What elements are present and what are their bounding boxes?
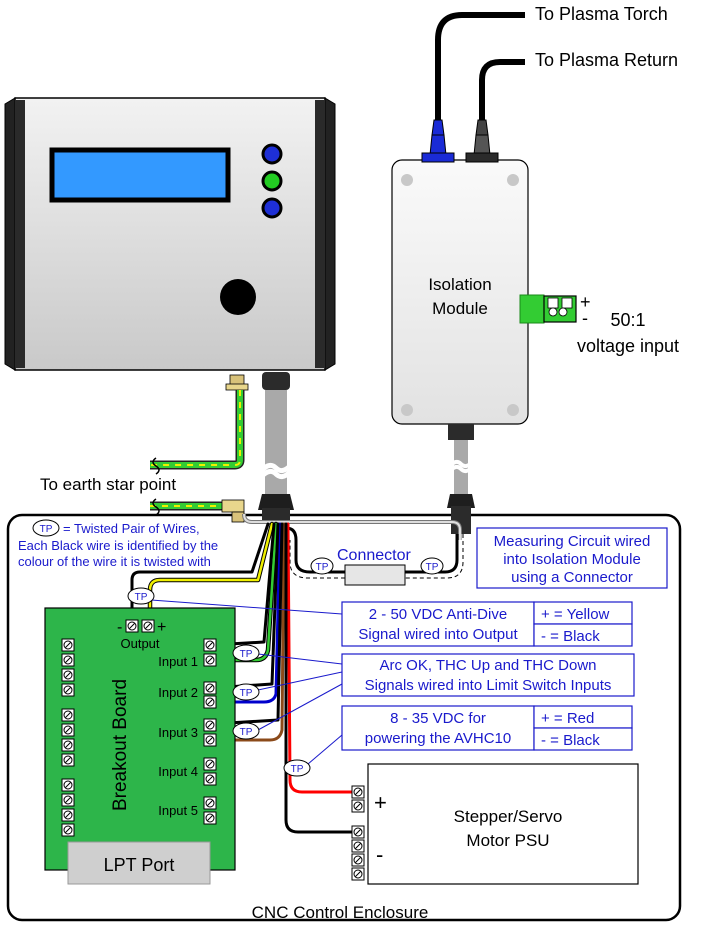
tp-legend-badge-text: TP	[40, 524, 53, 535]
isolation-label-1: Isolation	[428, 275, 491, 294]
callout-leaders	[150, 599, 343, 765]
tp-legend-3: colour of the wire it is twisted with	[18, 554, 211, 569]
psu-plus: +	[374, 790, 387, 815]
svg-text:2 - 50 VDC Anti-Dive: 2 - 50 VDC Anti-Dive	[369, 606, 507, 623]
input1-label: Input 1	[158, 654, 198, 669]
button-green[interactable]	[261, 170, 283, 192]
voltage-minus: -	[582, 308, 588, 328]
svg-text:TP: TP	[135, 592, 148, 603]
svg-text:8 - 35 VDC for: 8 - 35 VDC for	[390, 710, 486, 727]
svg-text:+ = Yellow: + = Yellow	[541, 606, 610, 623]
connector-label: Connector	[337, 547, 411, 564]
output-minus: -	[117, 619, 122, 636]
callout-measuring: Measuring Circuit wired into Isolation M…	[476, 527, 668, 589]
input4-label: Input 4	[158, 764, 198, 779]
button-blue-bottom[interactable]	[261, 197, 283, 219]
output-label: Output	[120, 636, 159, 651]
lpt-label: LPT Port	[104, 855, 175, 875]
tp-legend-2: Each Black wire is identified by the	[18, 538, 218, 553]
lcd-display	[49, 147, 231, 203]
svg-text:TP: TP	[240, 727, 253, 738]
connector	[344, 564, 406, 586]
svg-text:- = Black: - = Black	[541, 732, 600, 749]
to-torch-label: To Plasma Torch	[535, 4, 668, 24]
isolation-label-2: Module	[432, 299, 488, 318]
svg-text:into Isolation Module: into Isolation Module	[503, 551, 641, 568]
voltage-plus: +	[580, 292, 591, 312]
svg-text:Signal wired into Output: Signal wired into Output	[358, 626, 518, 643]
voltage-label-1: 50:1	[610, 310, 645, 330]
torch-cable	[421, 12, 525, 163]
earth-stud-top	[225, 374, 249, 391]
svg-text:TP: TP	[291, 764, 304, 775]
svg-text:Measuring Circuit wired: Measuring Circuit wired	[494, 533, 651, 550]
voltage-label-2: voltage input	[577, 336, 679, 356]
measuring-circuit-wire	[284, 526, 465, 586]
svg-text:TP: TP	[240, 688, 253, 699]
svg-text:TP: TP	[240, 649, 253, 660]
input5-label: Input 5	[158, 803, 198, 818]
return-cable	[465, 59, 525, 163]
earth-wire-star-point	[150, 498, 245, 523]
tp-legend-badge	[32, 519, 60, 537]
input2-label: Input 2	[158, 685, 198, 700]
cable-break-main	[260, 462, 292, 480]
svg-text:Arc OK, THC Up and THC Down: Arc OK, THC Up and THC Down	[379, 657, 596, 674]
motor-psu	[351, 763, 639, 885]
callout-power: 8 - 35 VDC for powering the AVHC10 + = R…	[341, 705, 633, 751]
voltage-input-connector	[519, 294, 577, 324]
cable-break-iso	[448, 459, 474, 474]
svg-text:TP: TP	[426, 562, 439, 573]
svg-text:using a Connector: using a Connector	[511, 569, 633, 586]
tp-legend-1: = Twisted Pair of Wires,	[63, 521, 200, 536]
psu-label-1: Stepper/Servo	[454, 807, 563, 826]
callout-arcok: Arc OK, THC Up and THC Down Signals wire…	[341, 653, 635, 697]
psu-minus: -	[376, 842, 383, 867]
tp-badges: TP TP TP TP TP TP TP	[127, 557, 444, 777]
output-plus: +	[157, 619, 166, 636]
rotary-knob[interactable]	[220, 279, 256, 315]
lpt-port	[67, 841, 211, 885]
thc-controller	[4, 97, 336, 371]
to-return-label: To Plasma Return	[535, 50, 678, 70]
breakout-label: Breakout Board	[110, 679, 131, 811]
earth-wire-controller	[150, 390, 245, 475]
breakout-board: LPT Port Breakout Board	[44, 607, 236, 885]
svg-text:+ = Red: + = Red	[541, 710, 594, 727]
svg-text:TP: TP	[316, 562, 329, 573]
isolation-module: Isolation Module	[391, 159, 529, 425]
psu-label-2: Motor PSU	[466, 831, 549, 850]
svg-text:powering the AVHC10: powering the AVHC10	[365, 730, 511, 747]
enclosure-label: CNC Control Enclosure	[252, 903, 429, 922]
callout-antidive: 2 - 50 VDC Anti-Dive Signal wired into O…	[341, 601, 633, 647]
button-blue-top[interactable]	[261, 143, 283, 165]
svg-text:- = Black: - = Black	[541, 628, 600, 645]
cnc-enclosure	[6, 513, 682, 922]
svg-text:Signals wired into Limit Switc: Signals wired into Limit Switch Inputs	[365, 677, 612, 694]
input3-label: Input 3	[158, 725, 198, 740]
earth-label: To earth star point	[40, 475, 176, 494]
